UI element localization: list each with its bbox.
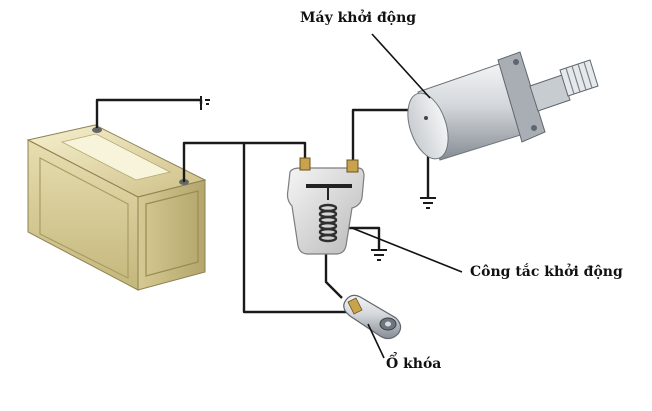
starter-motor-label: Máy khởi động <box>300 10 417 26</box>
ignition-key-icon <box>343 294 402 340</box>
ground-icon <box>371 249 387 261</box>
relay-icon <box>286 157 365 255</box>
starter-motor-icon <box>407 51 599 161</box>
ignition-lock-label: Ổ khóa <box>386 356 442 372</box>
battery-icon <box>26 124 207 291</box>
ground-icon <box>420 197 436 209</box>
wires <box>95 98 430 314</box>
leader-lines <box>351 33 463 359</box>
ground-icon <box>200 96 210 110</box>
starter-switch-label: Công tắc khởi động <box>470 264 623 280</box>
